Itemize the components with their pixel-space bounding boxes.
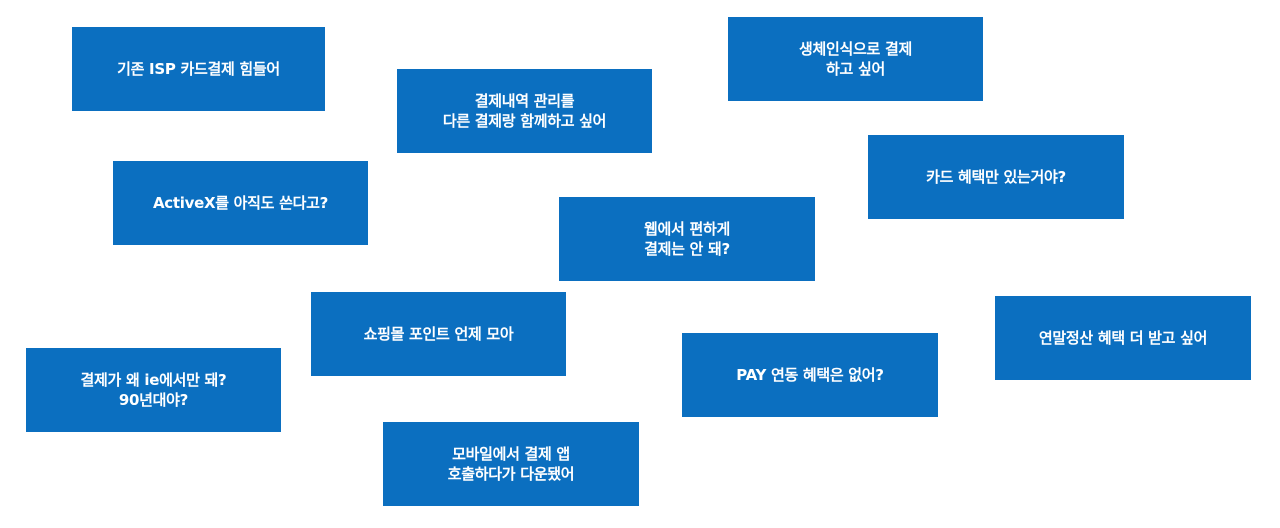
complaint-box-biometric-payment: 생체인식으로 결제 하고 싶어	[728, 17, 983, 101]
complaint-box-card-benefits: 카드 혜택만 있는거야?	[868, 135, 1124, 219]
complaint-text: 웹에서 편하게 결제는 안 돼?	[644, 219, 730, 258]
complaint-text: 생체인식으로 결제 하고 싶어	[799, 39, 912, 78]
complaint-box-shopping-points: 쇼핑몰 포인트 언제 모아	[311, 292, 566, 376]
complaint-text: 쇼핑몰 포인트 언제 모아	[363, 324, 514, 343]
complaint-text: ActiveX를 아직도 쓴다고?	[153, 193, 328, 212]
complaint-box-year-end-tax: 연말정산 혜택 더 받고 싶어	[995, 296, 1251, 380]
complaint-box-ie-only: 결제가 왜 ie에서만 돼? 90년대야?	[26, 348, 281, 432]
complaint-text: 연말정산 혜택 더 받고 싶어	[1038, 328, 1208, 347]
complaint-text: 기존 ISP 카드결제 힘들어	[117, 59, 280, 78]
complaint-box-web-payment: 웹에서 편하게 결제는 안 돼?	[559, 197, 815, 281]
complaint-box-pay-integration: PAY 연동 혜택은 없어?	[682, 333, 938, 417]
complaint-text: 모바일에서 결제 앱 호출하다가 다운됐어	[447, 444, 575, 483]
complaint-box-payment-history: 결제내역 관리를 다른 결제랑 함께하고 싶어	[397, 69, 652, 153]
complaint-box-isp-card-payment: 기존 ISP 카드결제 힘들어	[72, 27, 325, 111]
complaint-text: 결제가 왜 ie에서만 돼? 90년대야?	[80, 370, 227, 409]
complaint-text: 카드 혜택만 있는거야?	[926, 167, 1066, 186]
complaint-text: PAY 연동 혜택은 없어?	[736, 365, 884, 384]
complaint-text: 결제내역 관리를 다른 결제랑 함께하고 싶어	[442, 91, 607, 130]
complaint-box-mobile-app-crash: 모바일에서 결제 앱 호출하다가 다운됐어	[383, 422, 639, 506]
complaint-box-activex: ActiveX를 아직도 쓴다고?	[113, 161, 368, 245]
